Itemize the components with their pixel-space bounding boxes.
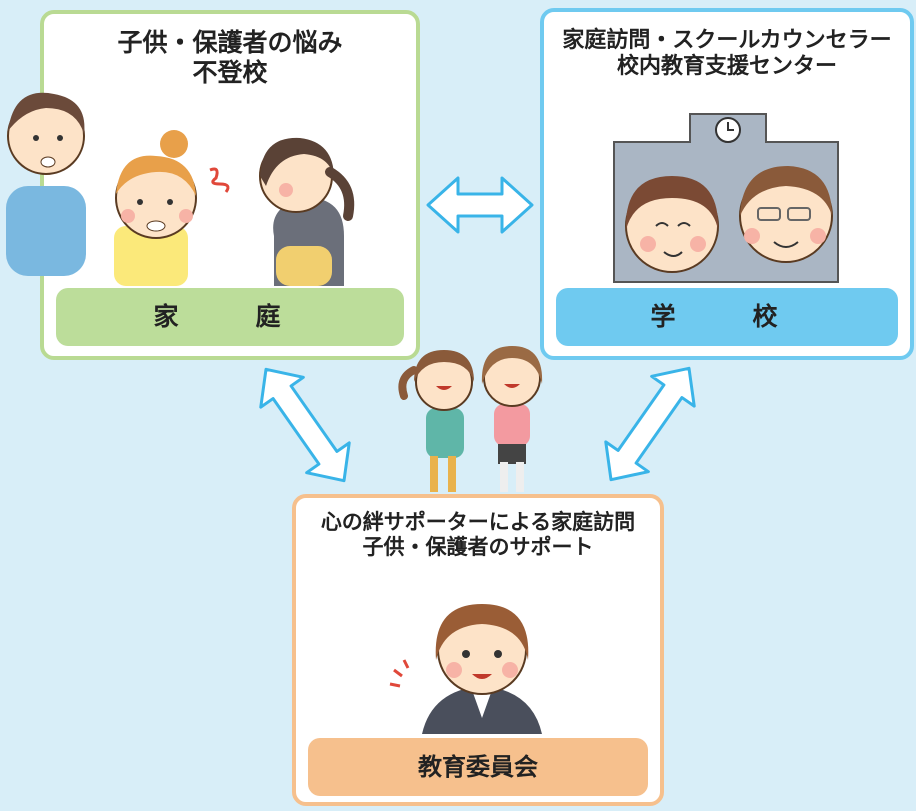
- school-board-double-arrow: [604, 366, 696, 482]
- board-title-line1: 心の絆サポーターによる家庭訪問: [320, 510, 636, 534]
- school-label: 学 校: [556, 288, 898, 346]
- board-box: 心の絆サポーターによる家庭訪問 子供・保護者のサポート 教育委員会: [292, 494, 664, 806]
- school-staff-illustration: [613, 113, 839, 283]
- clock-icon: [715, 117, 741, 143]
- home-title-line2: 不登校: [192, 58, 268, 87]
- child-left-figure: [398, 350, 474, 492]
- board-title: 心の絆サポーターによる家庭訪問 子供・保護者のサポート: [296, 510, 660, 560]
- board-title-line2: 子供・保護者のサポート: [362, 535, 594, 560]
- supporter-illustration: [389, 604, 542, 734]
- home-school-double-arrow: [426, 176, 534, 234]
- home-label: 家 庭: [56, 288, 404, 346]
- home-title-line1: 子供・保護者の悩み: [117, 28, 343, 57]
- child-right-figure: [481, 346, 543, 492]
- father-figure: [6, 92, 86, 276]
- school-title-line2: 校内教育支援センター: [616, 54, 837, 80]
- board-label: 教育委員会: [308, 738, 648, 796]
- worried-family-illustration: [6, 92, 355, 286]
- child-sitting-figure: [259, 137, 355, 286]
- children-illustration: [398, 346, 543, 492]
- female-teacher-figure: [625, 176, 719, 273]
- male-teacher-figure: [739, 166, 833, 263]
- home-title: 子供・保護者の悩み 不登校: [44, 28, 416, 88]
- school-box: 家庭訪問・スクールカウンセラー 校内教育支援センター 学 校: [540, 8, 914, 360]
- school-title-line1: 家庭訪問・スクールカウンセラー: [562, 28, 892, 53]
- home-box: 子供・保護者の悩み 不登校: [6, 10, 420, 360]
- school-title: 家庭訪問・スクールカウンセラー 校内教育支援センター: [544, 28, 910, 81]
- mother-figure: [114, 130, 197, 286]
- home-board-double-arrow: [259, 367, 351, 483]
